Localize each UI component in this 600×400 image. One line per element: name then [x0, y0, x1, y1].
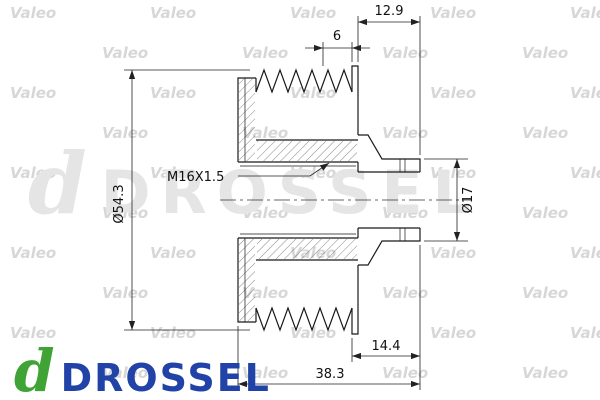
watermark-tile: Valeo	[430, 84, 477, 102]
watermark-tile: Valeo	[242, 204, 289, 222]
drossel-center-watermark: d DROSSEL	[28, 134, 481, 233]
pulley-outline	[237, 65, 421, 335]
drossel-logo-text: DROSSEL	[60, 356, 271, 400]
watermark-tile: Valeo	[10, 164, 57, 182]
watermark-tile: Valeo	[242, 284, 289, 302]
watermark-tile: Valeo	[522, 364, 569, 382]
drossel-watermark-text: DROSSEL	[100, 158, 481, 228]
watermark-tile: Valeo	[102, 364, 149, 382]
watermark-tile: Valeo	[430, 244, 477, 262]
watermark-tile: Valeo	[382, 284, 429, 302]
left-cap	[237, 77, 257, 323]
watermark-tile: Valeo	[290, 84, 337, 102]
watermark-tile: Valeo	[522, 44, 569, 62]
dim-label-top-width: 12.9	[375, 4, 404, 19]
watermark-tile: Valeo	[242, 364, 289, 382]
watermark-tile: Valeo	[290, 244, 337, 262]
watermark-tile: Valeo	[290, 4, 337, 22]
watermark-tile: Valeo	[10, 4, 57, 22]
dim-rib-width: 6	[305, 29, 370, 66]
right-flange	[351, 65, 359, 335]
dim-outer-diameter: Ø54.3	[112, 69, 250, 331]
watermark-tile: Valeo	[290, 324, 337, 342]
watermark-tile: Valeo	[10, 324, 57, 342]
watermark-tile: Valeo	[382, 364, 429, 382]
watermark-tile: Valeo	[522, 284, 569, 302]
right-bore	[358, 171, 420, 229]
thread-spec-label: M16X1.5	[167, 170, 224, 185]
watermark-tile: Valeo	[150, 324, 197, 342]
dim-label-overall-width: 38.3	[316, 367, 345, 382]
dim-hub-width: 14.4	[351, 245, 421, 390]
dim-label-rib-width: 6	[333, 29, 341, 44]
rib-profile-bottom	[255, 306, 353, 332]
watermark-tile: Valeo	[150, 164, 197, 182]
watermark-tile: Valeo	[570, 164, 600, 182]
watermark-tile: Valeo	[570, 84, 600, 102]
watermark-tile: Valeo	[150, 4, 197, 22]
watermark-tile: Valeo	[570, 4, 600, 22]
dim-shaft-diameter: Ø17	[424, 158, 476, 242]
section-hatching	[239, 79, 357, 321]
dim-top-width: 12.9	[357, 4, 421, 155]
watermark-tile: Valeo	[430, 324, 477, 342]
watermark-tile: Valeo	[242, 44, 289, 62]
watermark-tile: Valeo	[150, 84, 197, 102]
watermark-tile: Valeo	[570, 244, 600, 262]
dim-label-shaft-diameter: Ø17	[461, 187, 476, 214]
watermark-tile: Valeo	[150, 244, 197, 262]
watermark-tile: Valeo	[382, 44, 429, 62]
watermark-tile: Valeo	[102, 44, 149, 62]
thread-callout: M16X1.5	[167, 162, 330, 185]
watermark-tile: Valeo	[102, 284, 149, 302]
rib-profile-top	[255, 68, 353, 94]
watermark-tile: Valeo	[570, 324, 600, 342]
thread-minor-lines	[240, 165, 356, 235]
watermark-tile: Valeo	[10, 84, 57, 102]
watermark-tile: Valeo	[102, 204, 149, 222]
drossel-logo: d DROSSEL	[14, 342, 271, 400]
watermark-tile: Valeo	[290, 164, 337, 182]
watermark-tile: Valeo	[10, 244, 57, 262]
thread-bore	[238, 161, 359, 239]
watermark-tile: Valeo	[522, 204, 569, 222]
watermark-tile: Valeo	[242, 124, 289, 142]
shaft-bottom	[358, 228, 421, 266]
watermark-tile: Valeo	[430, 4, 477, 22]
watermark-tile: Valeo	[522, 124, 569, 142]
drossel-watermark-glyph: d	[28, 134, 87, 233]
drossel-logo-glyph: d	[14, 337, 55, 400]
watermark-tile: Valeo	[382, 124, 429, 142]
dim-overall-width: 38.3	[237, 326, 420, 390]
dim-label-outer-diameter: Ø54.3	[112, 184, 127, 223]
dim-label-hub-width: 14.4	[372, 339, 401, 354]
watermark-tile: Valeo	[102, 124, 149, 142]
watermark-tile: Valeo	[382, 204, 429, 222]
shaft-top	[358, 134, 421, 172]
watermark-tile: Valeo	[430, 164, 477, 182]
